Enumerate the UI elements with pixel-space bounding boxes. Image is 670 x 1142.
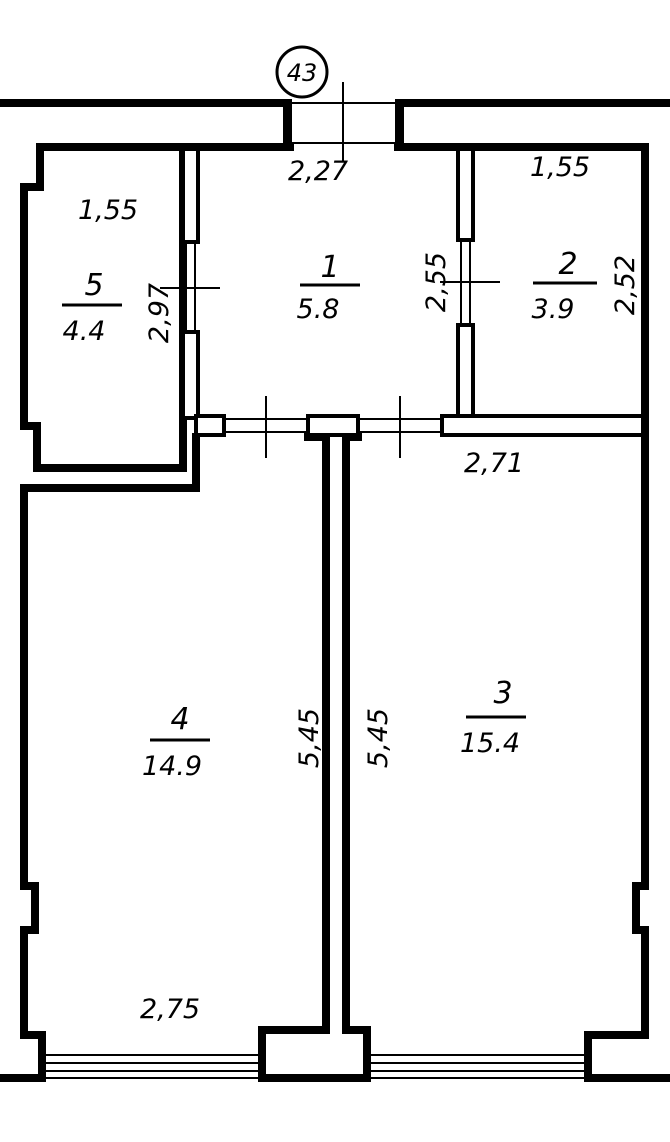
hall-left-partition bbox=[160, 147, 220, 420]
dim-room5-top-width: 1,55 bbox=[78, 195, 138, 226]
room-label-4: 4 14.9 bbox=[142, 702, 210, 782]
window-room-4 bbox=[42, 1054, 262, 1079]
room-2-area: 3.9 bbox=[532, 294, 575, 325]
dim-room2-top-width: 1,55 bbox=[530, 152, 590, 183]
exterior-wall-bottom-left bbox=[0, 1074, 46, 1082]
dim-hall-right-height: 2,55 bbox=[421, 252, 452, 312]
room-5-walls bbox=[20, 143, 187, 472]
room-4-right-wall bbox=[258, 433, 371, 1082]
hall-bottom-partition bbox=[194, 396, 648, 458]
room-3-right-wall bbox=[584, 416, 670, 1082]
dim-hall-top-width: 2,27 bbox=[288, 156, 348, 187]
exterior-wall-top bbox=[0, 99, 670, 147]
entrance-door bbox=[292, 82, 395, 162]
room-3-number: 3 bbox=[493, 676, 512, 711]
hall-right-partition bbox=[440, 147, 500, 420]
room-1-area: 5.8 bbox=[297, 294, 340, 325]
room-label-3: 3 15.4 bbox=[460, 676, 526, 759]
room-4-walls bbox=[20, 433, 200, 1082]
room-4-area: 14.9 bbox=[142, 751, 202, 782]
room-3-area: 15.4 bbox=[460, 728, 520, 759]
room-label-5: 5 4.4 bbox=[62, 268, 122, 347]
room-2-number: 2 bbox=[558, 247, 577, 282]
apartment-number-marker: 43 bbox=[275, 45, 329, 99]
dim-room3-top-width: 2,71 bbox=[464, 448, 524, 479]
dim-room4-right-height: 5,45 bbox=[294, 708, 325, 768]
room-5-number: 5 bbox=[84, 268, 103, 303]
room-4-number: 4 bbox=[170, 702, 189, 737]
dim-room2-right-height: 2,52 bbox=[610, 255, 641, 315]
apartment-number: 43 bbox=[287, 59, 318, 87]
room-5-area: 4.4 bbox=[63, 316, 106, 347]
room-1-number: 1 bbox=[320, 250, 339, 285]
dim-hall-left-height: 2,97 bbox=[144, 283, 175, 343]
window-room-3 bbox=[367, 1054, 588, 1079]
dim-room4-bottom-width: 2,75 bbox=[140, 994, 200, 1025]
room-label-2: 2 3.9 bbox=[532, 247, 597, 325]
room-label-1: 1 5.8 bbox=[297, 250, 360, 325]
dim-room3-left-height: 5,45 bbox=[363, 708, 394, 768]
